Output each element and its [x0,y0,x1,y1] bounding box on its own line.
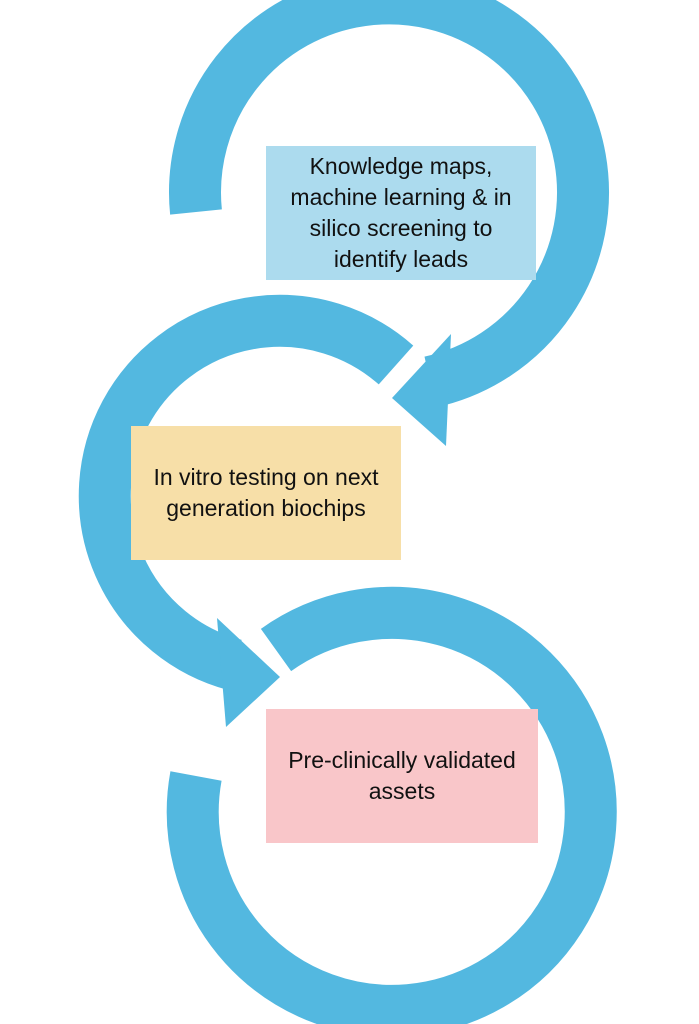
top-loop-arrowhead [392,334,451,446]
step-in-vitro-testing-label: In vitro testing on next generation bioc… [153,464,379,521]
bottom-loop-arrow-shaft [166,586,617,1024]
step-validated-assets: Pre-clinically validated assets [266,709,538,843]
middle-loop-arrow-shaft [78,294,414,691]
step-identify-leads-label: Knowledge maps, machine learning & in si… [290,153,512,272]
step-in-vitro-testing: In vitro testing on next generation bioc… [131,426,401,560]
step-validated-assets-label: Pre-clinically validated assets [288,747,516,804]
top-loop-arrow-shaft [169,0,609,408]
middle-loop-arrowhead [217,618,280,727]
step-identify-leads: Knowledge maps, machine learning & in si… [266,146,536,280]
